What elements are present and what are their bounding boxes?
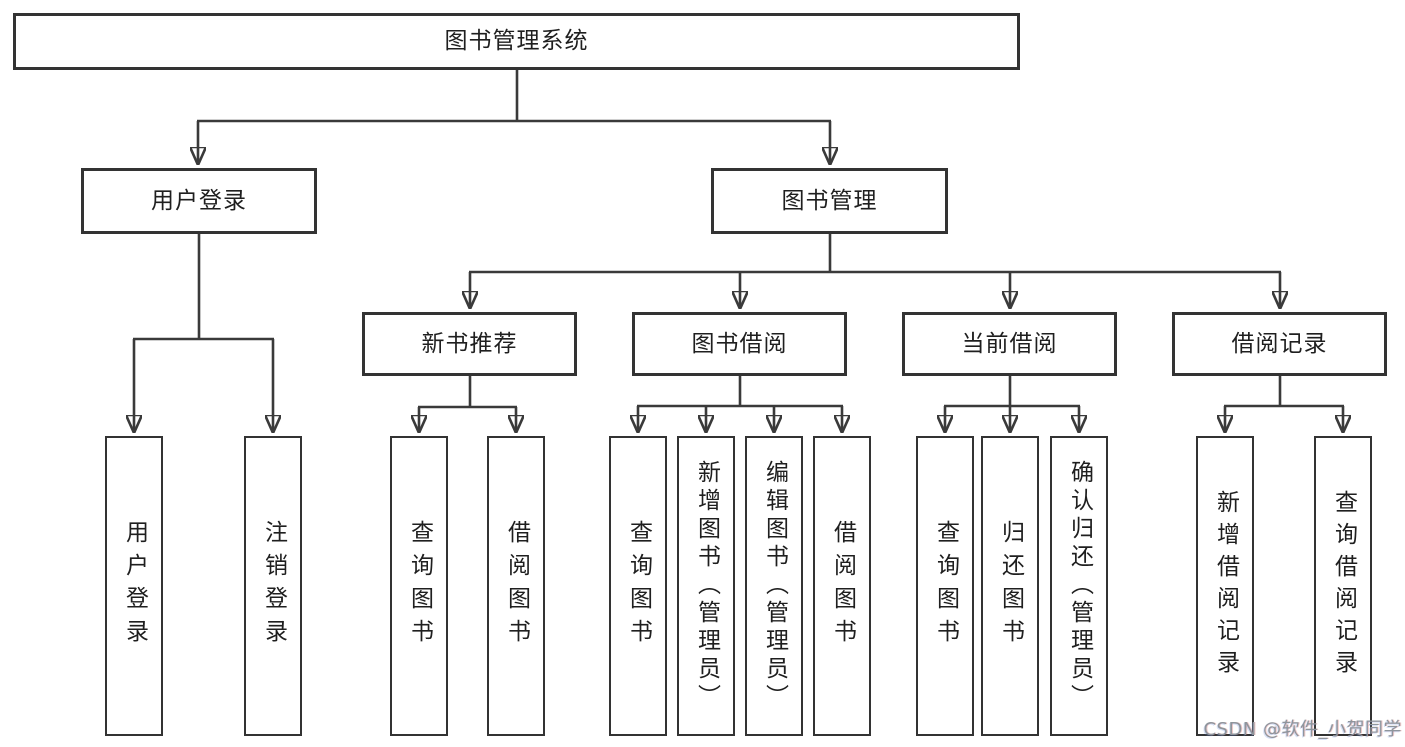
leaf-current-confirm-return-admin: 确认归还（管理员） — [1050, 436, 1108, 736]
node-borrow-records: 借阅记录 — [1172, 312, 1387, 376]
leaf-current-return-books-label: 归还图书 — [997, 520, 1024, 652]
node-new-book-recommend: 新书推荐 — [362, 312, 577, 376]
leaf-user-login: 用户登录 — [105, 436, 163, 736]
leaf-borrow-borrow-books-label: 借阅图书 — [829, 520, 856, 652]
node-user-login-label: 用户登录 — [151, 187, 247, 214]
leaf-user-login-label: 用户登录 — [121, 520, 148, 652]
leaf-borrow-borrow-books: 借阅图书 — [813, 436, 871, 736]
node-current-borrow-label: 当前借阅 — [961, 330, 1058, 357]
leaf-current-confirm-return-admin-label: 确认归还（管理员） — [1066, 460, 1093, 712]
leaf-current-search-books: 查询图书 — [916, 436, 974, 736]
leaf-newrec-borrow-books-label: 借阅图书 — [503, 520, 530, 652]
leaf-borrow-search-books-label: 查询图书 — [625, 520, 652, 652]
leaf-records-search-record-label: 查询借阅记录 — [1330, 490, 1357, 682]
csdn-watermark: CSDN @软件_小贺同学 — [1203, 719, 1402, 740]
leaf-records-add-record: 新增借阅记录 — [1196, 436, 1254, 736]
leaf-borrow-search-books: 查询图书 — [609, 436, 667, 736]
leaf-logout: 注销登录 — [244, 436, 302, 736]
leaf-current-search-books-label: 查询图书 — [932, 520, 959, 652]
node-new-book-recommend-label: 新书推荐 — [421, 330, 518, 357]
node-book-borrow-label: 图书借阅 — [691, 330, 788, 357]
leaf-borrow-edit-book-admin: 编辑图书（管理员） — [745, 436, 803, 736]
node-book-management: 图书管理 — [711, 168, 948, 234]
leaf-records-add-record-label: 新增借阅记录 — [1212, 490, 1239, 682]
node-book-management-label: 图书管理 — [781, 187, 878, 214]
node-user-login: 用户登录 — [81, 168, 317, 234]
node-current-borrow: 当前借阅 — [902, 312, 1117, 376]
leaf-newrec-search-books-label: 查询图书 — [406, 520, 433, 652]
leaf-current-return-books: 归还图书 — [981, 436, 1039, 736]
leaf-newrec-borrow-books: 借阅图书 — [487, 436, 545, 736]
leaf-borrow-add-book-admin: 新增图书（管理员） — [677, 436, 735, 736]
leaf-borrow-edit-book-admin-label: 编辑图书（管理员） — [761, 460, 788, 712]
leaf-records-search-record: 查询借阅记录 — [1314, 436, 1372, 736]
node-root-system: 图书管理系统 — [13, 13, 1020, 70]
node-book-borrow: 图书借阅 — [632, 312, 847, 376]
leaf-newrec-search-books: 查询图书 — [390, 436, 448, 736]
node-borrow-records-label: 借阅记录 — [1231, 330, 1328, 357]
node-root-label: 图书管理系统 — [444, 28, 589, 54]
leaf-borrow-add-book-admin-label: 新增图书（管理员） — [693, 460, 720, 712]
leaf-logout-label: 注销登录 — [260, 520, 287, 652]
